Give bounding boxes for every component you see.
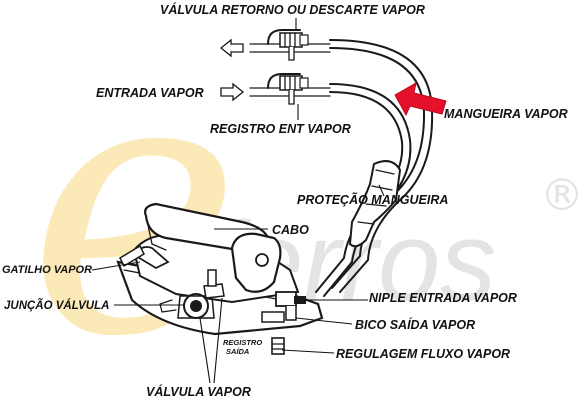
label-inlet-register: REGISTRO ENT VAPOR — [210, 122, 351, 136]
steam-hoses — [315, 39, 434, 297]
return-valve-line — [219, 29, 331, 61]
label-outlet-register-line1: REGISTRO — [223, 338, 262, 347]
valve-assembly — [159, 269, 225, 319]
label-hose-protection: PROTEÇÃO MANGUEIRA — [297, 192, 448, 207]
label-steam-trigger: GATILHO VAPOR — [2, 264, 92, 276]
label-valve-junction: JUNÇÃO VÁLVULA — [4, 299, 109, 312]
hose-callout-arrow — [394, 82, 447, 117]
inlet-line — [220, 73, 331, 105]
inlet-arrow-icon — [220, 82, 245, 102]
label-handle: CABO — [272, 223, 309, 237]
return-valve-icon — [279, 32, 303, 48]
label-outlet-register-line2: SAÍDA — [226, 347, 249, 356]
label-outlet-nozzle: BICO SAÍDA VAPOR — [355, 317, 475, 332]
label-inlet-nipple: NIPLE ENTRADA VAPOR — [369, 291, 517, 305]
label-steam-hose: MANGUEIRA VAPOR — [444, 107, 568, 121]
label-steam-valve: VÁLVULA VAPOR — [146, 384, 251, 399]
watermark: e ferros ® — [28, 0, 584, 401]
watermark-logo-letter: e — [28, 0, 241, 401]
hose-protection-sleeve — [348, 160, 402, 248]
label-steam-inlet: ENTRADA VAPOR — [96, 86, 204, 100]
label-return-valve: VÁLVULA RETORNO OU DESCARTE VAPOR — [160, 2, 425, 17]
outlet-arrow-icon — [219, 38, 244, 58]
label-flow-regulator: REGULAGEM FLUXO VAPOR — [336, 347, 510, 361]
inlet-valve-icon — [279, 75, 303, 91]
watermark-registered-mark: ® — [540, 170, 584, 221]
